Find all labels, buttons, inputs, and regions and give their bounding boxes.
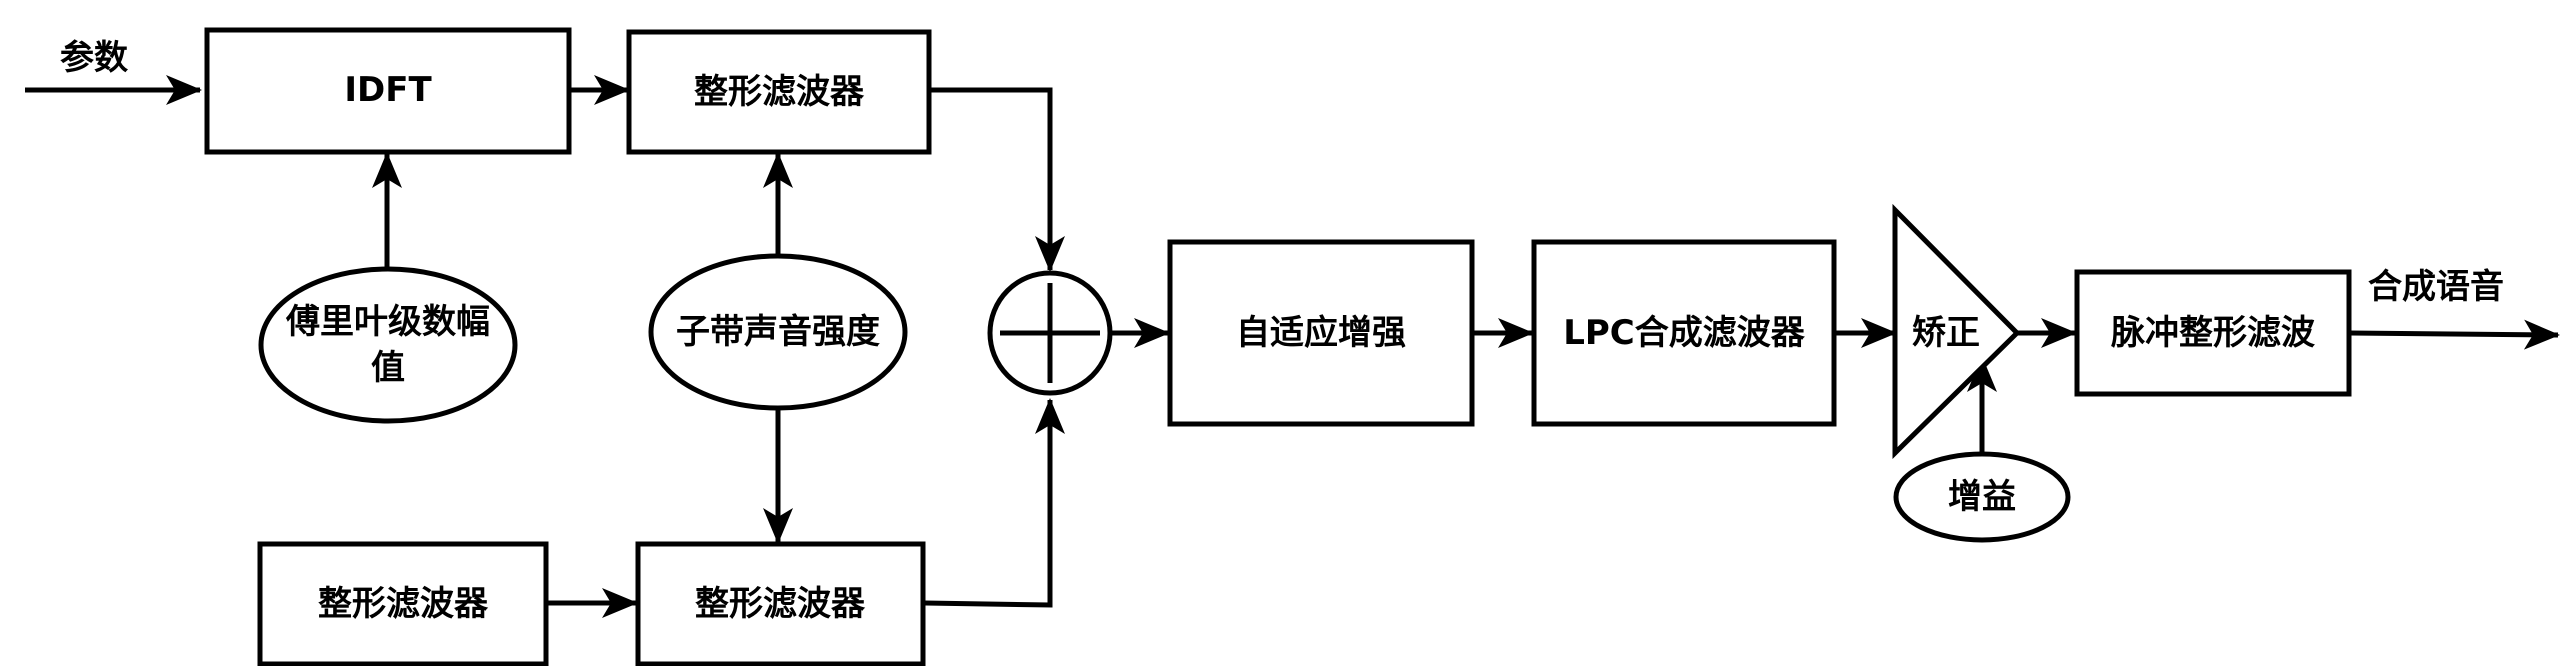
- fourier-amplitude-ellipse: 傅里叶级数幅 值: [258, 266, 518, 424]
- correction-label: 矫正: [1912, 313, 1980, 353]
- shaping-filter-left-label: 整形滤波器: [318, 584, 489, 624]
- subband-intensity-ellipse: 子带声音强度: [648, 253, 908, 411]
- subband-intensity-label: 子带声音强度: [676, 312, 880, 352]
- adaptive-enhance-block: 自适应增强: [1167, 239, 1475, 427]
- gain-label: 增益: [1948, 477, 2016, 517]
- shaping-filter-bottom-label: 整形滤波器: [695, 584, 866, 624]
- fourier-amplitude-label-line1: 傅里叶级数幅: [285, 302, 490, 342]
- correction-amplifier: 矫正: [1892, 203, 2021, 459]
- summing-junction: [987, 270, 1113, 396]
- wire-top-filter-to-sum: [930, 87, 1065, 272]
- lpc-filter-block: LPC合成滤波器: [1531, 239, 1837, 427]
- fourier-amplitude-label-line2: 值: [371, 348, 405, 388]
- idft-label: IDFT: [344, 70, 432, 110]
- shaping-filter-top-block: 整形滤波器: [626, 29, 932, 155]
- input-label: 参数: [60, 38, 128, 78]
- shaping-filter-left-block: 整形滤波器: [257, 541, 549, 666]
- output-arrow: [2349, 319, 2560, 350]
- pulse-shaping-label: 脉冲整形滤波: [2111, 313, 2315, 353]
- shaping-filter-bottom-block: 整形滤波器: [635, 541, 926, 666]
- lpc-filter-label: LPC合成滤波器: [1563, 313, 1806, 353]
- adaptive-enhance-label: 自适应增强: [1236, 313, 1406, 353]
- output-label: 合成语音: [2368, 267, 2504, 307]
- pulse-shaping-block: 脉冲整形滤波: [2074, 269, 2352, 397]
- idft-block: IDFT: [204, 27, 572, 155]
- gain-ellipse: 增益: [1893, 451, 2071, 543]
- shaping-filter-top-label: 整形滤波器: [694, 72, 865, 112]
- connectors: [25, 75, 2560, 618]
- wire-bottom-filter-to-sum: [924, 398, 1065, 608]
